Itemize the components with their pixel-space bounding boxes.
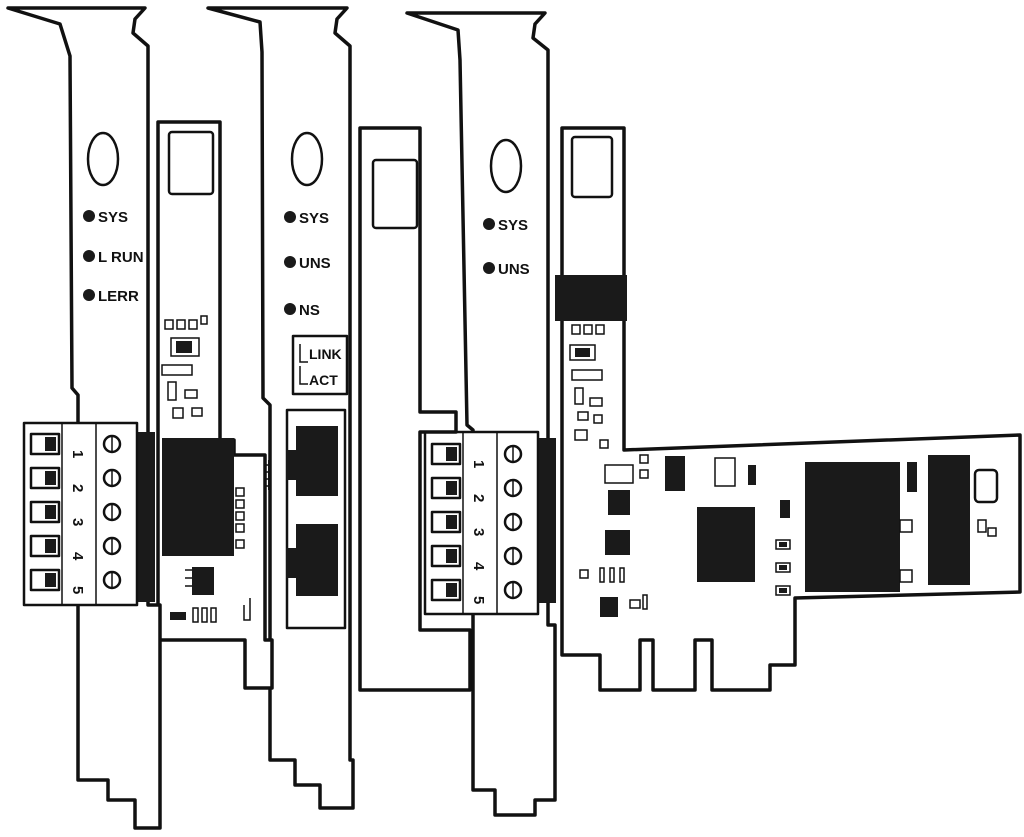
card-1-led-sys-dot — [83, 210, 95, 222]
card-2-label-window — [371, 158, 419, 230]
card-2-rj45-port-2 — [296, 524, 338, 596]
card-3-led-uns-dot — [483, 262, 495, 274]
card-2-rj45-ports — [285, 408, 347, 630]
card-1-light-pipe — [86, 131, 120, 187]
card-1-pin-label: 4 — [69, 552, 86, 561]
card-2-link-label: LINK — [309, 346, 342, 362]
card-2: SYS UNS NS LINK ACT — [206, 6, 472, 810]
card-1-led-sys-label: SYS — [98, 209, 128, 226]
card-3-pcb — [560, 126, 1022, 692]
card-1-pin-label: 1 — [69, 450, 86, 458]
card-3-pin-label: 4 — [470, 562, 487, 571]
card-3-label-window — [570, 135, 614, 199]
card-2-act-label: ACT — [309, 372, 338, 388]
card-3-led-sys-label: SYS — [498, 217, 528, 234]
card-3-pin-label: 2 — [470, 494, 487, 502]
card-1-bracket — [6, 6, 162, 830]
card-2-bracket — [206, 6, 355, 810]
card-2-led-sys-dot — [284, 211, 296, 223]
card-1-label-window — [167, 130, 215, 196]
card-1-pin-label: 2 — [69, 484, 86, 492]
card-1-led-lerr-label: LERR — [98, 288, 139, 305]
card-2-led-list: SYS UNS NS — [284, 210, 331, 319]
card-2-rj45-port-1 — [296, 426, 338, 496]
card-2-led-uns-label: UNS — [299, 255, 331, 272]
card-3-light-pipe — [489, 138, 523, 194]
card-1-terminal-pins: 1 2 3 4 5 — [29, 432, 122, 594]
card-3-black-band — [555, 275, 627, 321]
card-3-pin-label: 1 — [470, 460, 487, 468]
card-2-pcb — [358, 126, 472, 692]
card-2-led-sys-label: SYS — [299, 210, 329, 227]
card-1-pin-label: 3 — [69, 518, 86, 526]
card-3-pin-label: 3 — [470, 528, 487, 536]
card-3-led-list: SYS UNS — [483, 217, 530, 278]
card-1-led-lerr-dot — [83, 289, 95, 301]
card-1-led-lrun-dot — [83, 250, 95, 262]
card-3-components — [569, 324, 999, 617]
card-1-led-list: SYS L RUN LERR — [83, 209, 144, 305]
card-3: SYS UNS 1 2 3 4 5 — [405, 11, 1022, 817]
card-1: SYS L RUN LERR 1 2 3 4 5 — [6, 6, 274, 830]
card-1-led-lrun-label: L RUN — [98, 249, 144, 266]
card-1-pin-label: 5 — [69, 586, 86, 594]
card-2-light-pipe — [290, 131, 324, 187]
card-2-led-uns-dot — [284, 256, 296, 268]
card-2-port-label-box: LINK ACT — [291, 334, 349, 396]
card-3-led-uns-label: UNS — [498, 261, 530, 278]
card-1-pcb — [156, 120, 274, 690]
card-3-terminal-pins: 1 2 3 4 5 — [430, 442, 523, 604]
card-2-led-ns-dot — [284, 303, 296, 315]
card-2-led-ns-label: NS — [299, 302, 320, 319]
card-3-led-sys-dot — [483, 218, 495, 230]
card-1-components — [161, 315, 251, 623]
card-3-pin-label: 5 — [470, 596, 487, 604]
